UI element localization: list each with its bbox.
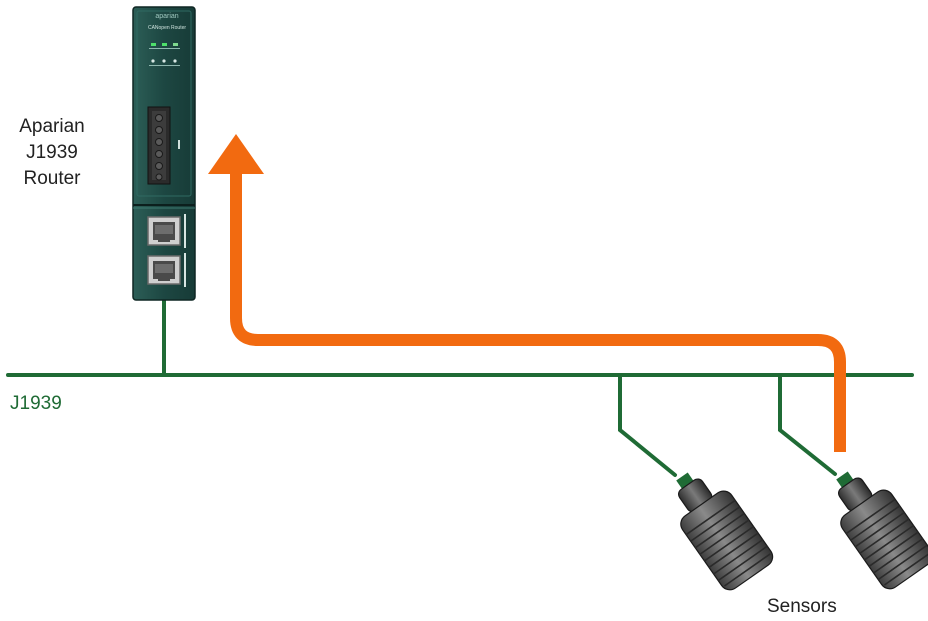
terminal-screw [156, 115, 163, 122]
router-device [133, 7, 195, 300]
terminal-screw [156, 174, 162, 180]
ethernet-port-1 [148, 214, 186, 248]
j1939-bus [8, 300, 912, 475]
router-label: Aparian J1939 Router [0, 114, 104, 192]
sensors-label: Sensors [767, 594, 837, 620]
data-flow-path [236, 170, 840, 452]
bus-label: J1939 [10, 391, 62, 417]
status-led [162, 59, 165, 62]
terminal-screw [156, 163, 163, 170]
status-led [151, 43, 156, 46]
router-brand-text: aparian [150, 13, 184, 21]
arrow-head-icon [208, 134, 264, 174]
router-model-text: CANopen Router [137, 25, 197, 31]
status-led [173, 59, 176, 62]
terminal-screw [156, 151, 163, 158]
data-flow-arrow [208, 134, 840, 452]
led-label-strip [149, 65, 180, 66]
sensor-2 [817, 458, 928, 592]
sensor-1-drop-line [620, 375, 675, 475]
status-led [162, 43, 167, 46]
status-led [151, 59, 154, 62]
router-label-line-2: J1939 [0, 140, 104, 166]
sensor-2-drop-line [780, 375, 835, 474]
router-label-line-3: Router [0, 166, 104, 192]
terminal-screw [156, 127, 163, 134]
ethernet-port-2 [148, 253, 186, 287]
terminal-screw [156, 139, 163, 146]
status-led [173, 43, 178, 46]
led-label-strip [149, 48, 180, 49]
sensor-1 [657, 459, 776, 593]
router-label-line-1: Aparian [0, 114, 104, 140]
